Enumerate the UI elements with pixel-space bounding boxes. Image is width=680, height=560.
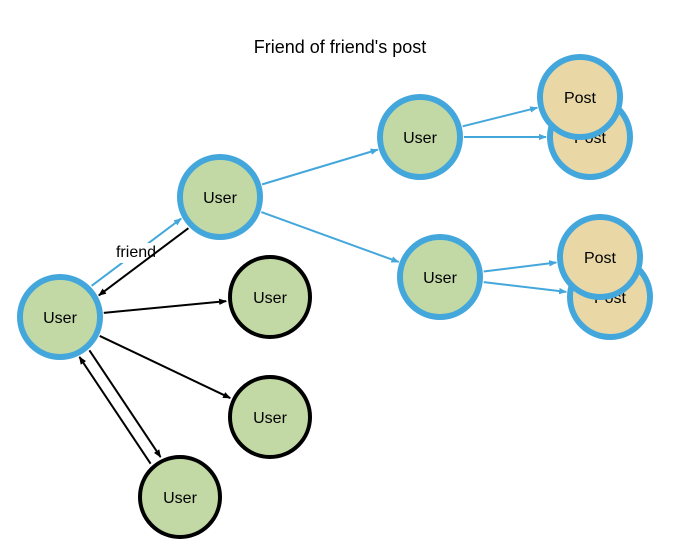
edge-u_friend-to-u_fof2: [261, 211, 400, 263]
node-label: User: [253, 410, 287, 427]
post-node-p1_front: Post: [537, 54, 623, 140]
user-node-u_fof1: User: [377, 94, 463, 180]
edge-u_friend-to-u_me: [98, 227, 189, 297]
node-circle: [377, 94, 463, 180]
edge-u_friend-to-u_fof1: [261, 148, 379, 186]
node-label: User: [423, 270, 457, 287]
node-circle: [177, 154, 263, 240]
node-circle: [17, 274, 103, 360]
post-node-p2_front: Post: [557, 214, 643, 300]
edge-u_me-to-u_b: [99, 335, 231, 399]
node-label: User: [163, 490, 197, 507]
edge-u_fof2-to-p2_front: [483, 260, 558, 273]
nodes: UserUserUserUserUserUserUserPostPostPost…: [17, 54, 653, 539]
node-label: User: [253, 290, 287, 307]
diagram-title: Friend of friend's post: [254, 37, 427, 57]
node-label: User: [43, 310, 77, 327]
user-node-u_a: User: [228, 255, 312, 339]
edge-u_fof1-to-p1_front: [462, 106, 539, 128]
user-node-u_fof2: User: [397, 234, 483, 320]
node-label: User: [203, 190, 237, 207]
edge-u_me-to-u_c: [88, 349, 162, 458]
node-circle: [138, 455, 222, 539]
node-circle: [397, 234, 483, 320]
node-circle: [537, 54, 623, 140]
user-node-u_me: User: [17, 274, 103, 360]
node-circle: [228, 255, 312, 339]
node-label: User: [403, 130, 437, 147]
node-label: Post: [564, 90, 597, 107]
edges: friend: [78, 106, 568, 465]
edge-u_me-to-u_a: [103, 298, 227, 314]
edge-u_fof2-to-p2_back: [483, 281, 568, 295]
node-label: Post: [584, 250, 617, 267]
user-node-u_b: User: [228, 375, 312, 459]
user-node-u_c: User: [138, 455, 222, 539]
edge-u_c-to-u_me: [78, 356, 152, 465]
node-circle: [557, 214, 643, 300]
edge-label-friend: friend: [116, 244, 156, 261]
user-node-u_friend: User: [177, 154, 263, 240]
node-circle: [228, 375, 312, 459]
